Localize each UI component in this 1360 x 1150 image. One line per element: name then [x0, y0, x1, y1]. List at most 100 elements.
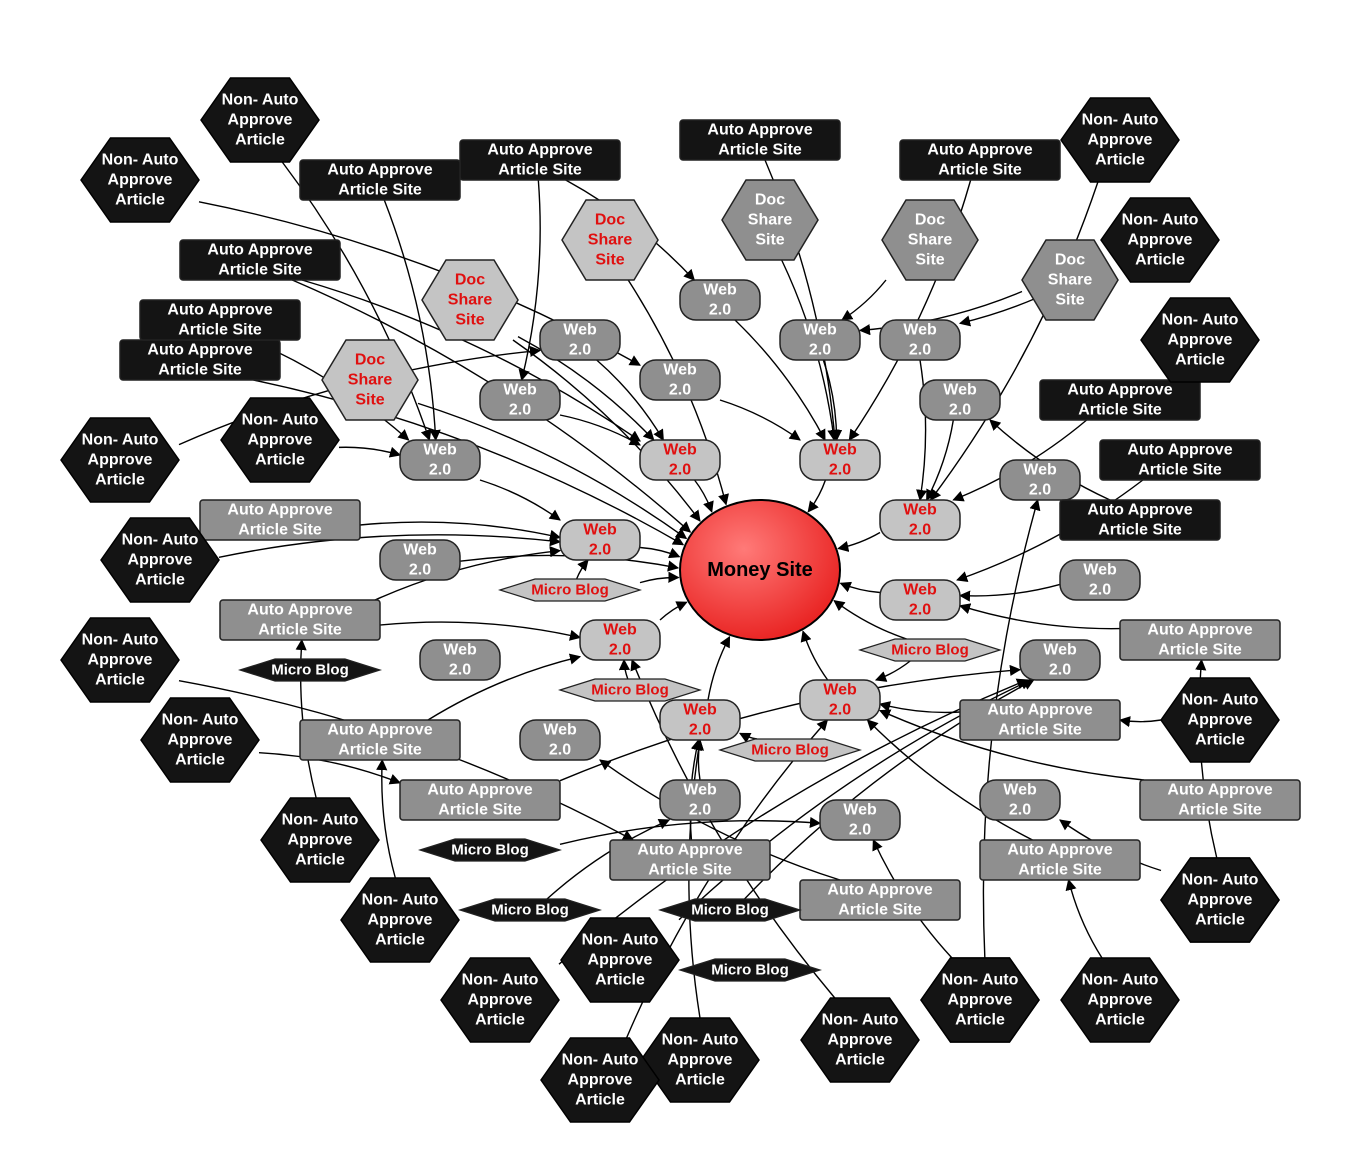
web-label-2: 2.0 — [949, 402, 971, 419]
non-label-1: Non- Auto — [282, 812, 359, 829]
auto-approve-box — [609, 839, 771, 881]
web-label-1: Web — [903, 322, 937, 339]
auto-label-1: Auto Approve — [987, 702, 1092, 719]
web-2-box — [799, 439, 881, 481]
auto-label-1: Auto Approve — [1127, 442, 1232, 459]
non-auto-hexagon — [100, 517, 220, 603]
edge-w1-to-money — [693, 479, 714, 513]
auto-approve-box — [199, 499, 361, 541]
auto-approve-box — [959, 699, 1121, 741]
edge-m1-to-money — [639, 571, 680, 584]
auto-label-2: Article Site — [178, 322, 262, 339]
auto-label-2: Article Site — [1178, 802, 1262, 819]
non-label-3: Article — [135, 572, 185, 589]
web-2-box — [479, 379, 561, 421]
web-label-2: 2.0 — [809, 342, 831, 359]
web-label-2: 2.0 — [1049, 662, 1071, 679]
edge-g10-to-w4 — [958, 583, 1061, 602]
non-label-3: Article — [95, 672, 145, 689]
doc-share-hexagon — [421, 259, 519, 341]
web-2-box — [879, 499, 961, 541]
web-label-2: 2.0 — [689, 722, 711, 739]
auto-label-1: Auto Approve — [487, 142, 592, 159]
non-label-1: Non- Auto — [82, 432, 159, 449]
micro-label-1: Micro Blog — [751, 742, 829, 759]
auto-approve-box — [299, 719, 461, 761]
auto-label-2: Article Site — [838, 902, 922, 919]
non-label-2: Approve — [668, 1052, 733, 1069]
micro-label-1: Micro Blog — [711, 962, 789, 979]
auto-label-1: Auto Approve — [207, 242, 312, 259]
non-auto-hexagon — [200, 77, 320, 163]
non-label-1: Non- Auto — [242, 412, 319, 429]
auto-label-2: Article Site — [1138, 462, 1222, 479]
non-label-3: Article — [1175, 352, 1225, 369]
web-label-2: 2.0 — [669, 382, 691, 399]
edge-g5-to-w2 — [734, 319, 826, 441]
auto-approve-box — [1099, 439, 1261, 481]
web-label-1: Web — [703, 282, 737, 299]
auto-approve-box — [979, 839, 1141, 881]
web-label-1: Web — [803, 322, 837, 339]
non-label-3: Article — [1195, 912, 1245, 929]
web-2-box — [979, 779, 1061, 821]
auto-label-2: Article Site — [1018, 862, 1102, 879]
micro-label-1: Micro Blog — [271, 662, 349, 679]
edge-g2-to-w1 — [559, 414, 641, 446]
non-label-1: Non- Auto — [222, 92, 299, 109]
web-label-2: 2.0 — [909, 522, 931, 539]
edge-n4-to-w3 — [929, 181, 1099, 501]
web-label-1: Web — [1003, 782, 1037, 799]
web-label-1: Web — [1083, 562, 1117, 579]
edge-g7-to-w3 — [916, 359, 928, 502]
non-label-1: Non- Auto — [362, 892, 439, 909]
non-label-2: Approve — [108, 172, 173, 189]
web-label-1: Web — [1023, 462, 1057, 479]
non-auto-hexagon — [560, 917, 680, 1003]
doc-label-2: Share — [348, 372, 393, 389]
non-label-3: Article — [475, 1012, 525, 1029]
doc-label-1: Doc — [1055, 252, 1085, 269]
micro-node-m1: Micro Blog — [497, 578, 643, 602]
micro-label-1: Micro Blog — [491, 902, 569, 919]
non-auto-hexagon — [640, 1017, 760, 1103]
web-label-1: Web — [403, 542, 437, 559]
auto-label-2: Article Site — [158, 362, 242, 379]
web-2-box — [519, 719, 601, 761]
micro-blog-shape — [717, 738, 863, 762]
auto-label-1: Auto Approve — [227, 502, 332, 519]
auto-approve-box — [899, 139, 1061, 181]
non-label-1: Non- Auto — [662, 1032, 739, 1049]
web-label-1: Web — [823, 682, 857, 699]
non-auto-hexagon — [440, 957, 560, 1043]
edge-a12-to-w7 — [379, 621, 582, 641]
non-label-1: Non- Auto — [1162, 312, 1239, 329]
auto-approve-box — [459, 139, 621, 181]
micro-blog-shape — [237, 658, 383, 682]
web-2-box — [419, 639, 501, 681]
edge-w3-to-money — [837, 531, 881, 552]
edge-w6-to-money — [707, 635, 731, 701]
micro-node-m9: Micro Blog — [677, 958, 823, 982]
